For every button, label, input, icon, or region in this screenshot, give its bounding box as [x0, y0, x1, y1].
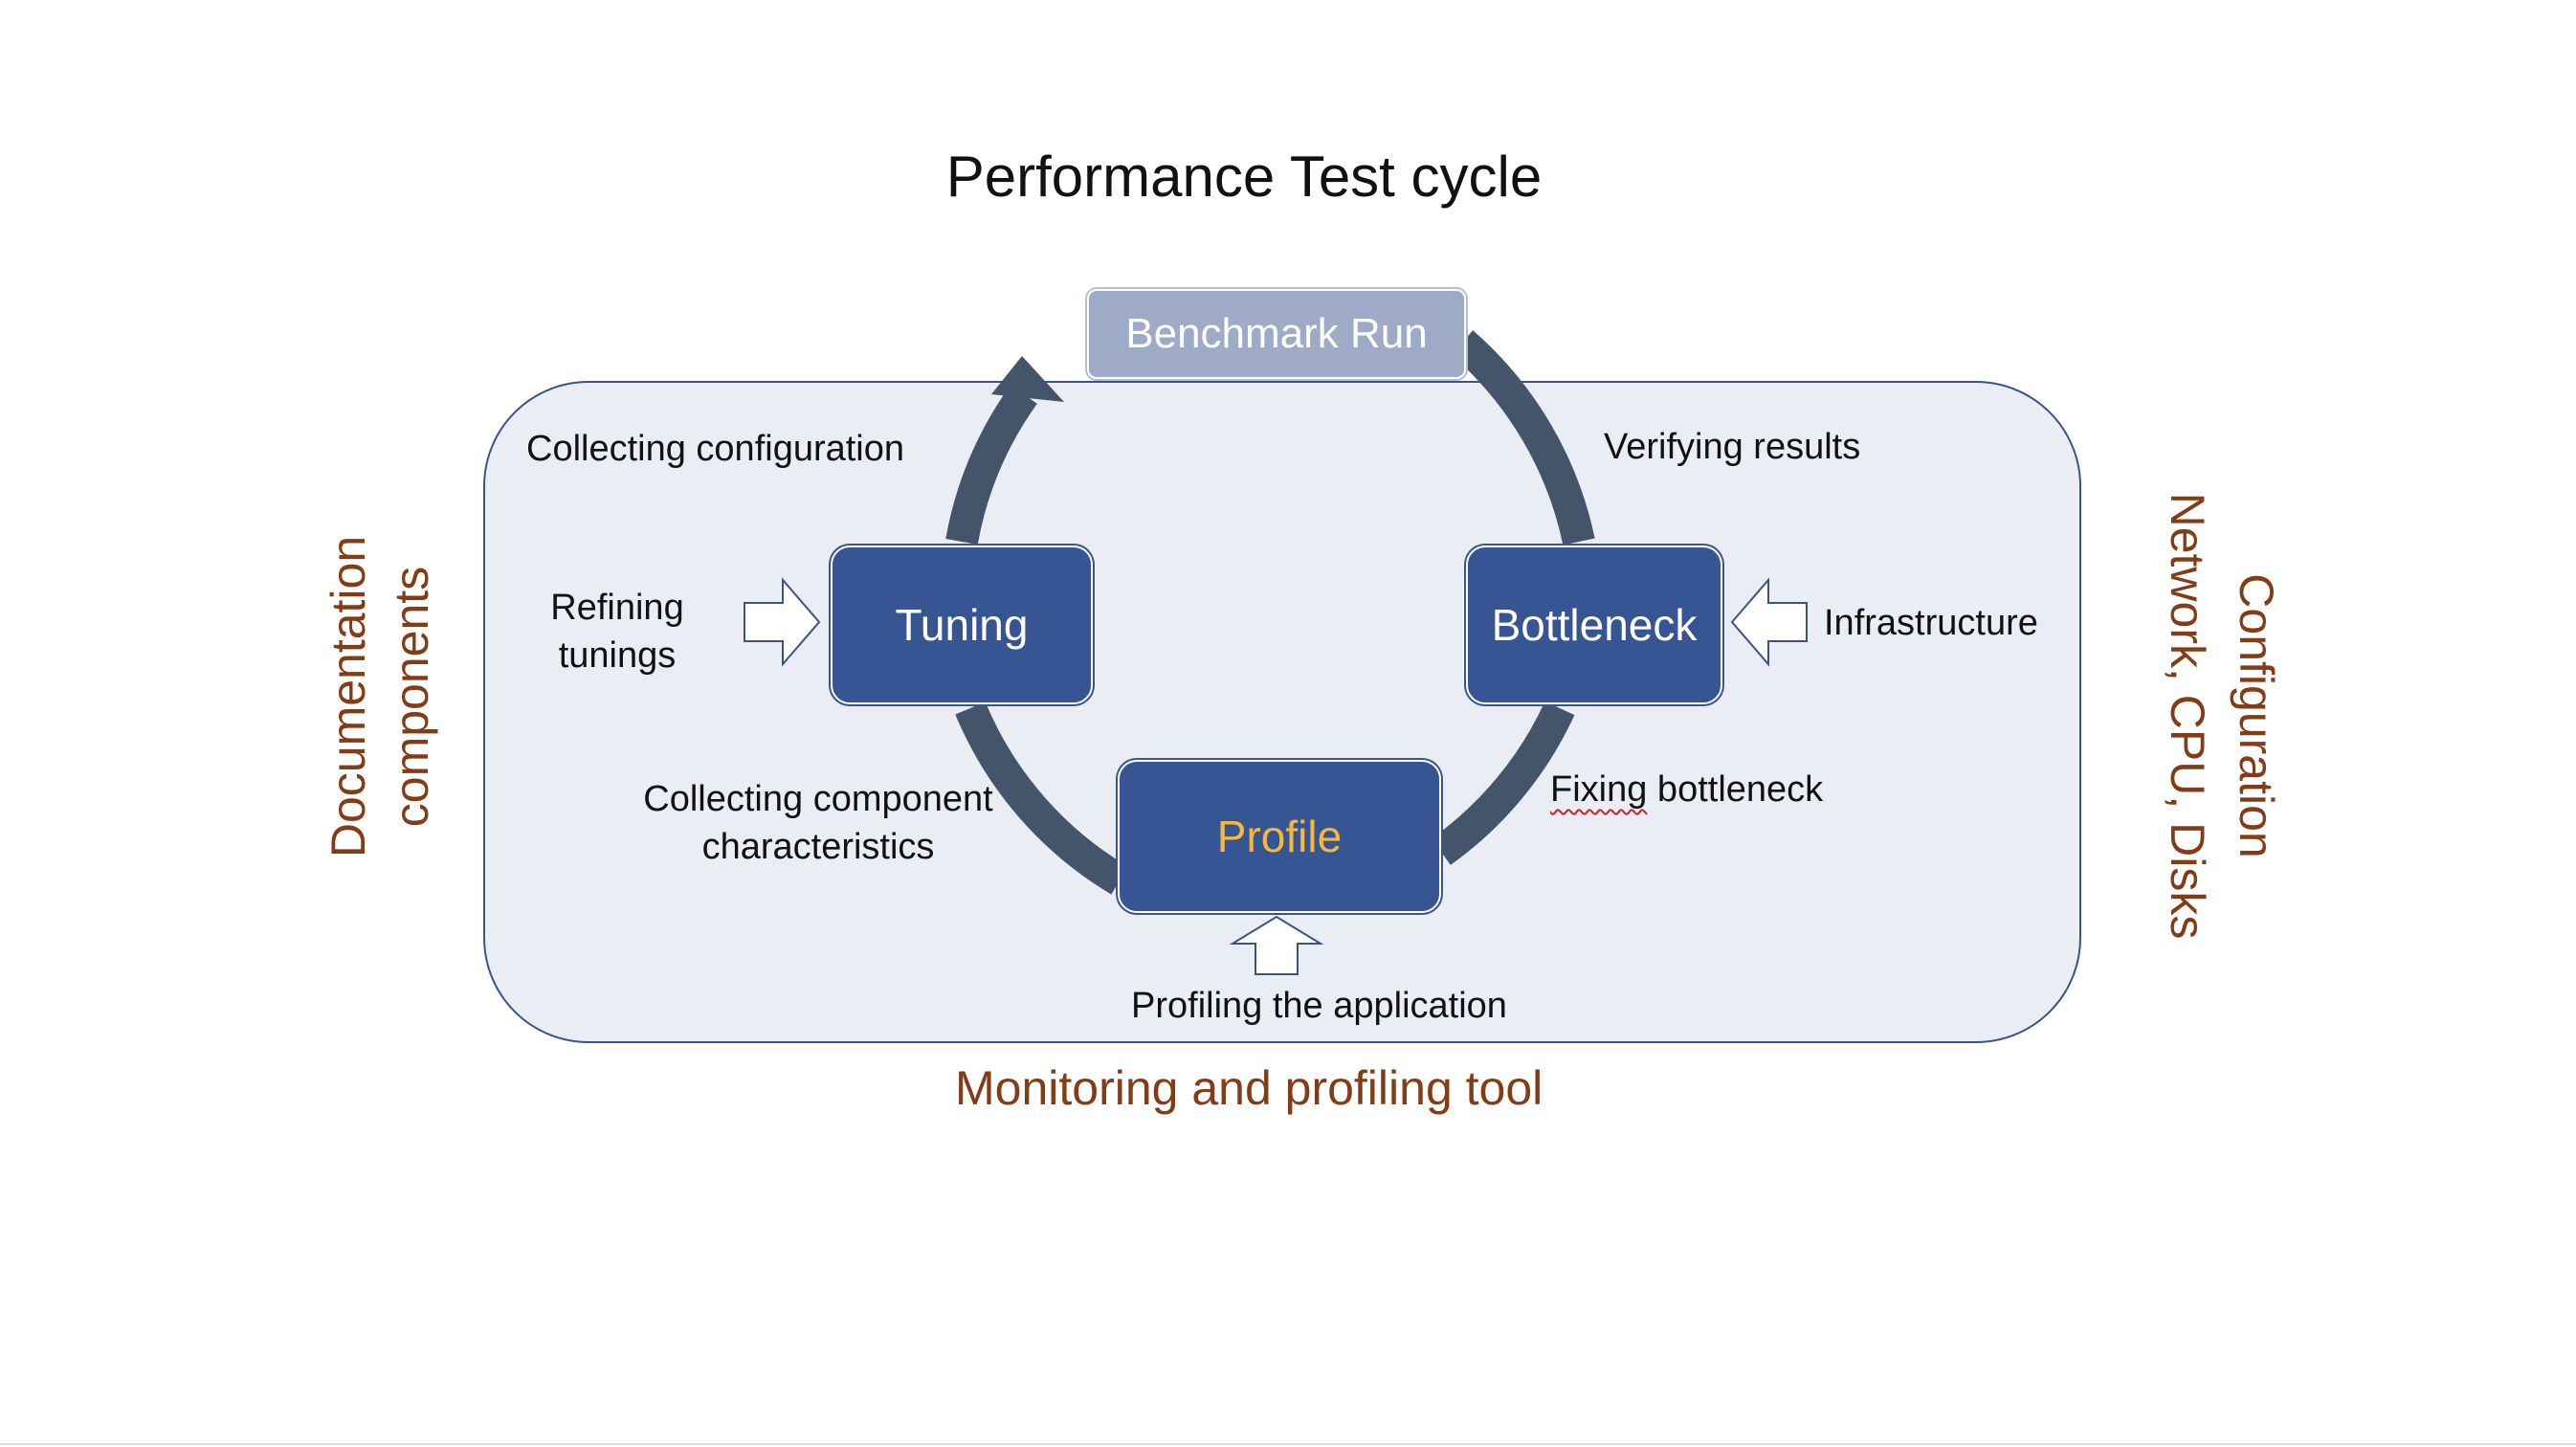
- label-collecting-component-line2: characteristics: [701, 827, 935, 867]
- side-label-left-line2: components: [385, 566, 438, 828]
- node-profile: Profile: [1118, 760, 1441, 913]
- node-benchmark-run-label: Benchmark Run: [1125, 310, 1428, 357]
- diagram-title: Performance Test cycle: [945, 145, 1543, 209]
- arc-profile-to-tuning: [955, 701, 1128, 895]
- outline-block-arrow-icon: [1730, 577, 1808, 667]
- label-profiling-application: Profiling the application: [1131, 986, 1507, 1026]
- label-refining-line1: Refining: [550, 588, 684, 628]
- label-collecting-component-line1: Collecting component: [643, 779, 993, 819]
- arc-bottleneck-to-profile: [1432, 701, 1575, 865]
- arc-tuning-to-benchmark: [945, 385, 1037, 545]
- node-benchmark-run: Benchmark Run: [1087, 289, 1466, 379]
- label-fixing-rest: bottleneck: [1647, 769, 1824, 810]
- node-tuning-label: Tuning: [895, 600, 1029, 650]
- outline-block-arrow-icon: [1229, 915, 1324, 975]
- label-verifying-results: Verifying results: [1604, 427, 1861, 467]
- side-label-bottom: Monitoring and profiling tool: [955, 1061, 1543, 1115]
- side-label-documentation: [0, 503, 58, 886]
- label-infrastructure: Infrastructure: [1824, 603, 2038, 643]
- label-fixing-bottleneck: Fixing bottleneck: [1550, 769, 1823, 811]
- side-label-right-line2: Network, CPU, Disks: [2161, 492, 2214, 940]
- side-label-left: Documentation components: [317, 505, 443, 888]
- label-collecting-component: Collecting component characteristics: [612, 775, 1024, 871]
- node-tuning: Tuning: [831, 545, 1093, 704]
- label-collecting-configuration: Collecting configuration: [526, 429, 905, 469]
- arc-benchmark-to-bottleneck: [1451, 330, 1595, 545]
- node-bottleneck-label: Bottleneck: [1491, 600, 1698, 650]
- arrow-head-icon: [991, 356, 1064, 402]
- bottom-divider: [0, 1443, 2576, 1445]
- label-fixing-word: Fixing: [1550, 769, 1648, 810]
- side-label-left-line1: Documentation: [322, 535, 375, 858]
- node-profile-label: Profile: [1216, 812, 1343, 861]
- side-label-right-line1: Configuration: [2230, 573, 2283, 858]
- label-refining-tunings: Refining tunings: [517, 584, 718, 679]
- node-bottleneck: Bottleneck: [1466, 545, 1722, 704]
- outline-block-arrow-icon: [744, 577, 821, 667]
- side-label-right: Configuration Network, CPU, Disks: [2153, 477, 2291, 955]
- label-refining-line2: tunings: [558, 635, 677, 676]
